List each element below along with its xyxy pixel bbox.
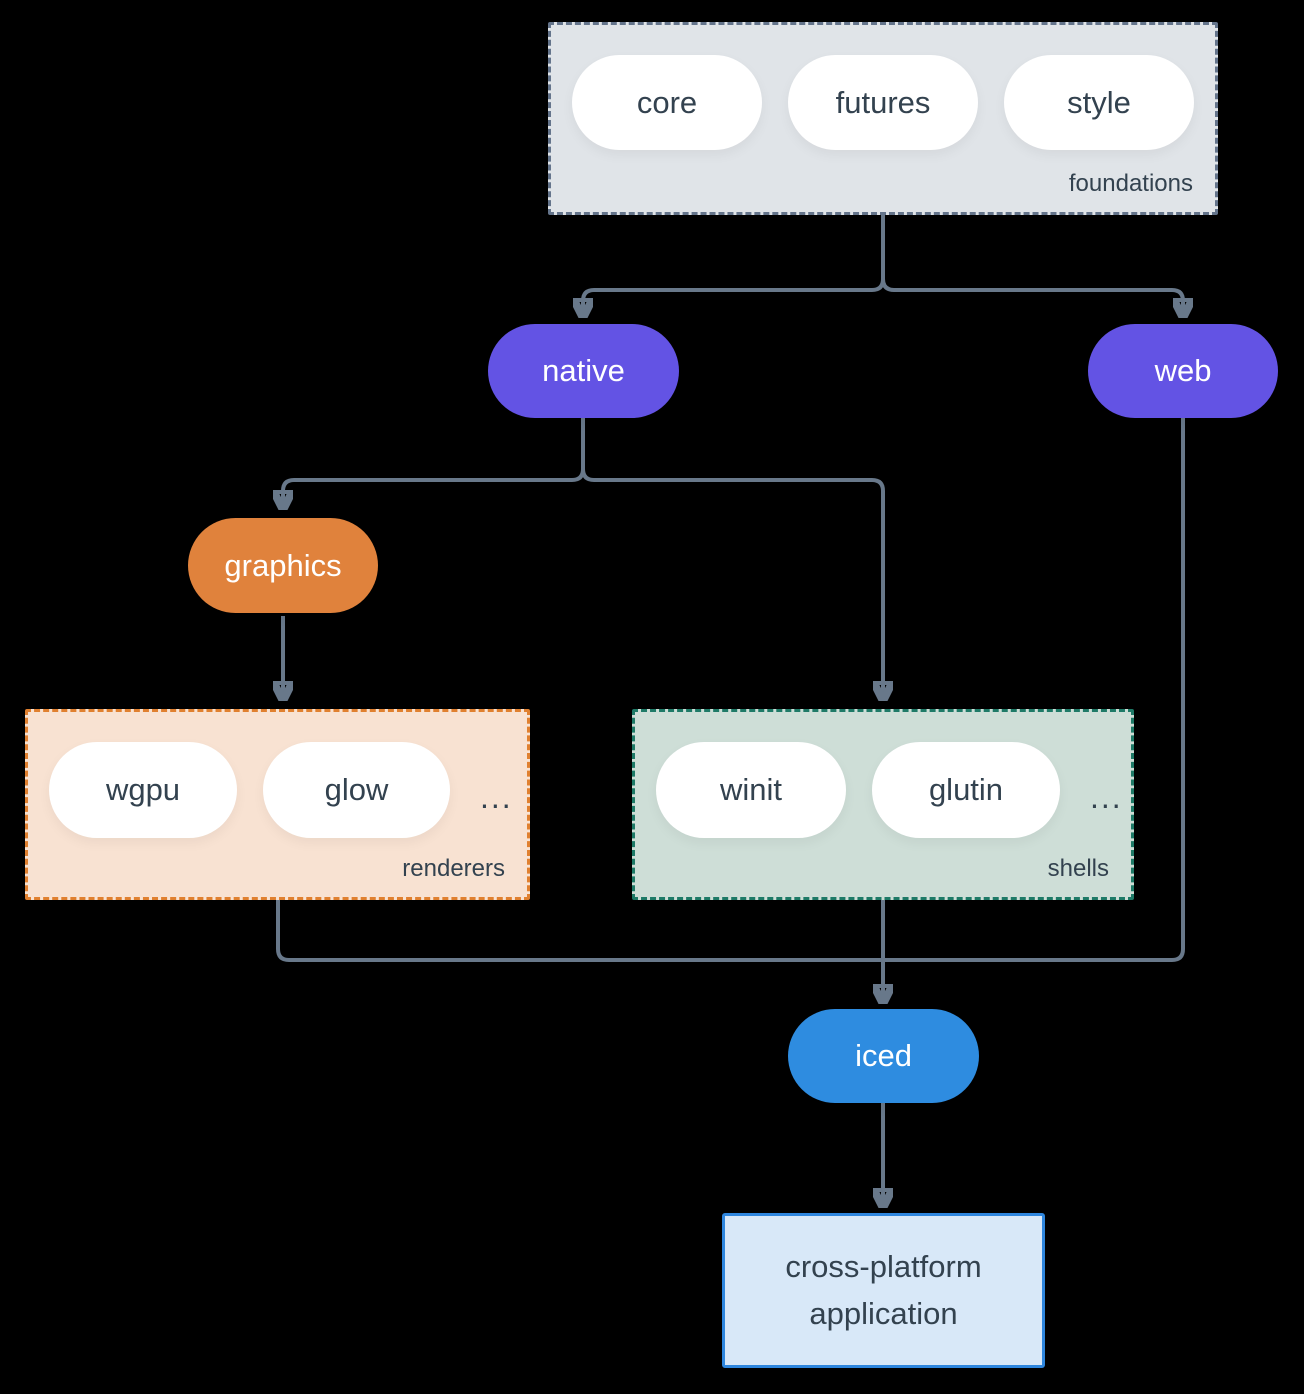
group-foundations: core futures style foundations — [548, 22, 1218, 215]
renderers-ellipsis: ... — [480, 778, 513, 815]
foundations-label: foundations — [1068, 170, 1193, 197]
group-renderers: wgpu glow ... renderers — [25, 709, 530, 900]
renderers-pill-row: wgpu glow ... — [49, 742, 513, 838]
node-wgpu: wgpu — [49, 742, 237, 838]
edge-native-graphics — [283, 418, 585, 505]
node-style: style — [1004, 55, 1194, 150]
group-shells: winit glutin ... shells — [632, 709, 1134, 900]
edge-web-merge — [883, 418, 1185, 962]
renderers-label: renderers — [402, 855, 505, 882]
shells-pill-row: winit glutin ... — [656, 742, 1123, 838]
edge-foundations-web — [881, 215, 1183, 313]
node-winit: winit — [656, 742, 846, 838]
node-iced: iced — [788, 1009, 979, 1103]
edge-foundations-native — [583, 215, 885, 313]
node-native: native — [488, 324, 679, 418]
node-glow: glow — [263, 742, 450, 838]
node-cross-platform-application: cross-platform application — [722, 1213, 1045, 1368]
node-futures: futures — [788, 55, 978, 150]
shells-label: shells — [1047, 855, 1109, 882]
node-graphics: graphics — [188, 518, 378, 613]
edge-renderers-merge — [276, 900, 883, 962]
node-core: core — [572, 55, 762, 150]
shells-ellipsis: ... — [1090, 778, 1123, 815]
node-glutin: glutin — [872, 742, 1060, 838]
node-web: web — [1088, 324, 1278, 418]
foundations-pill-row: core futures style — [572, 55, 1194, 150]
edge-native-shells — [581, 418, 883, 696]
